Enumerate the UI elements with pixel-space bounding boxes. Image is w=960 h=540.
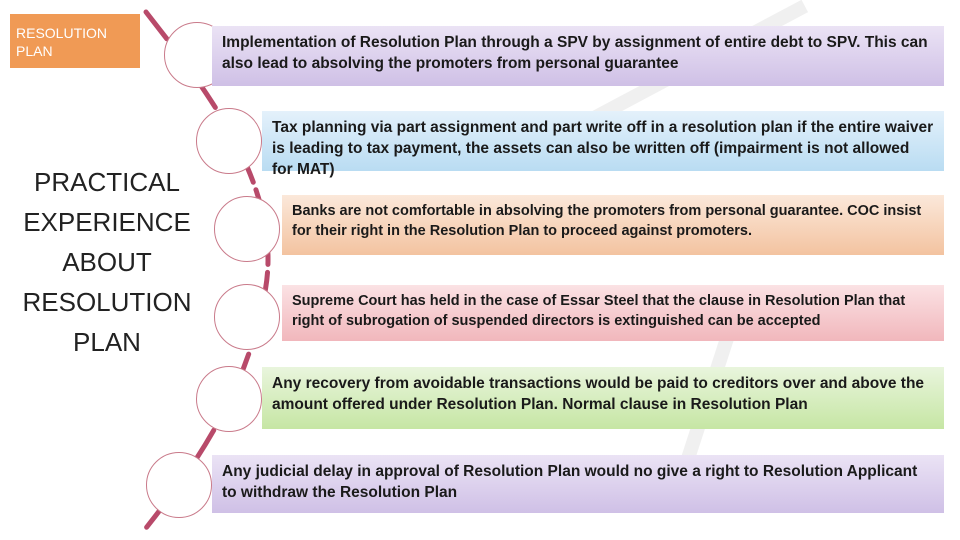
list-item-text: Tax planning via part assignment and par… — [272, 119, 934, 178]
bullet-circle-4 — [214, 284, 280, 350]
bullet-circle-5 — [196, 366, 262, 432]
list-item-text: Any recovery from avoidable transactions… — [272, 375, 925, 413]
list-item-text: Supreme Court has held in the case of Es… — [292, 293, 906, 329]
list-item: Supreme Court has held in the case of Es… — [282, 285, 944, 341]
slide-title-line: PLAN — [73, 327, 141, 357]
slide-title-line: PRACTICAL — [34, 167, 180, 197]
list-item: Banks are not comfortable in absolving t… — [282, 195, 944, 255]
list-item-text: Implementation of Resolution Plan throug… — [222, 34, 928, 72]
list-item-text: Any judicial delay in approval of Resolu… — [222, 463, 918, 501]
section-tag-label: RESOLUTION PLAN — [16, 25, 108, 59]
list-item: Any recovery from avoidable transactions… — [262, 367, 944, 429]
arc-stroke — [143, 9, 271, 531]
slide-title-line: ABOUT — [62, 247, 152, 277]
list-item: Implementation of Resolution Plan throug… — [212, 26, 944, 86]
slide-title: PRACTICAL EXPERIENCE ABOUT RESOLUTION PL… — [14, 162, 200, 362]
section-tag: RESOLUTION PLAN — [10, 14, 140, 68]
list-item-text: Banks are not comfortable in absolving t… — [292, 203, 922, 239]
slide-title-line: RESOLUTION — [22, 287, 192, 317]
bullet-circle-3 — [214, 196, 280, 262]
bullet-circle-6 — [146, 452, 212, 518]
list-item: Tax planning via part assignment and par… — [262, 111, 944, 178]
bullet-circle-2 — [196, 108, 262, 174]
slide-title-line: EXPERIENCE — [23, 207, 191, 237]
list-item: Any judicial delay in approval of Resolu… — [212, 455, 944, 513]
